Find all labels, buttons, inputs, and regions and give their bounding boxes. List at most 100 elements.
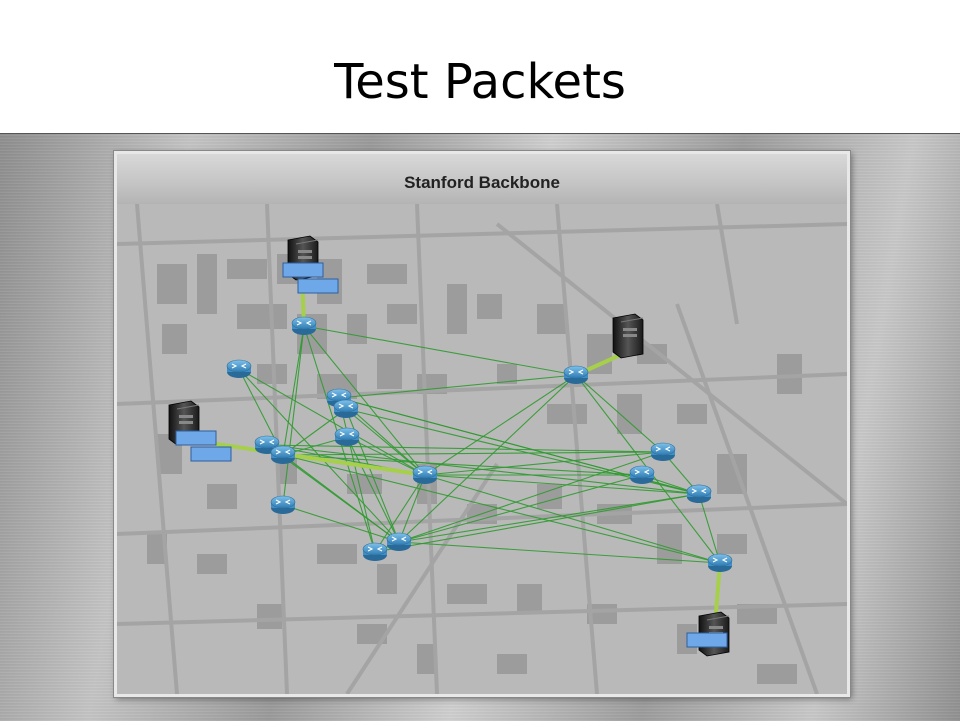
network-link bbox=[345, 408, 426, 476]
router-icon bbox=[333, 399, 359, 418]
map-road bbox=[117, 372, 847, 406]
network-link bbox=[424, 374, 577, 476]
map-building bbox=[637, 344, 667, 364]
map-building bbox=[387, 304, 417, 324]
network-link bbox=[398, 474, 643, 543]
map-building bbox=[237, 304, 287, 329]
router-icon bbox=[291, 316, 317, 335]
network-link bbox=[374, 493, 700, 553]
map-road bbox=[675, 303, 819, 694]
network-link bbox=[398, 541, 721, 564]
map-building bbox=[547, 404, 587, 424]
diagram-panel: Stanford Backbone bbox=[114, 151, 850, 697]
test-packet-icon bbox=[297, 278, 339, 294]
host-link bbox=[182, 437, 426, 477]
map-building bbox=[717, 534, 747, 554]
map-road bbox=[117, 602, 847, 626]
router-icon bbox=[563, 365, 589, 384]
network-link bbox=[338, 374, 577, 399]
network-diagram bbox=[117, 204, 847, 694]
map-road bbox=[135, 204, 179, 694]
map-building bbox=[357, 624, 387, 644]
network-link bbox=[282, 454, 643, 476]
map-building bbox=[347, 314, 367, 344]
test-packets bbox=[175, 262, 728, 648]
router-icon bbox=[270, 445, 296, 464]
test-packet-icon bbox=[686, 632, 728, 648]
router-icon bbox=[686, 484, 712, 503]
map-building bbox=[157, 264, 187, 304]
network-link bbox=[282, 454, 400, 543]
map-road bbox=[495, 222, 847, 506]
map-building bbox=[417, 644, 437, 674]
router-icon bbox=[629, 465, 655, 484]
map-road bbox=[715, 204, 739, 325]
test-packet-icon bbox=[190, 446, 232, 462]
network-links bbox=[238, 325, 721, 564]
map-building bbox=[537, 304, 567, 334]
map-building bbox=[377, 354, 402, 389]
map-building bbox=[517, 584, 542, 614]
map-building bbox=[147, 534, 167, 564]
router-icon bbox=[362, 542, 388, 561]
network-link bbox=[398, 474, 426, 543]
map-road bbox=[345, 462, 499, 694]
network-link bbox=[282, 504, 400, 543]
map-building bbox=[162, 324, 187, 354]
map-building bbox=[207, 484, 237, 509]
map-building bbox=[317, 544, 357, 564]
network-link bbox=[338, 397, 376, 553]
map-building bbox=[477, 294, 502, 319]
test-packet-icon bbox=[282, 262, 324, 278]
network-link bbox=[424, 451, 664, 476]
map-building bbox=[197, 254, 217, 314]
network-link bbox=[282, 325, 305, 506]
network-link bbox=[346, 436, 426, 476]
map-building bbox=[757, 664, 797, 684]
network-link bbox=[266, 444, 664, 453]
network-link bbox=[398, 493, 700, 543]
router-icon bbox=[334, 427, 360, 446]
routers bbox=[226, 316, 733, 572]
map-building bbox=[617, 394, 642, 434]
network-link bbox=[303, 325, 577, 376]
network-link bbox=[282, 325, 305, 456]
network-link bbox=[303, 325, 426, 476]
map-building bbox=[777, 354, 802, 394]
server-icon bbox=[612, 313, 644, 359]
map-building bbox=[197, 554, 227, 574]
network-link bbox=[575, 374, 664, 453]
network-link bbox=[398, 451, 664, 543]
map-building bbox=[737, 604, 777, 624]
slide-title: Test Packets bbox=[334, 54, 626, 110]
map-building bbox=[677, 404, 707, 424]
map-building bbox=[497, 364, 517, 384]
router-icon bbox=[226, 359, 252, 378]
network-link bbox=[398, 374, 577, 543]
network-link bbox=[238, 368, 400, 543]
map-building bbox=[447, 284, 467, 334]
network-link bbox=[282, 454, 721, 564]
map-building bbox=[447, 584, 487, 604]
network-link bbox=[282, 451, 664, 456]
network-link bbox=[698, 493, 721, 564]
map-road bbox=[117, 222, 847, 246]
map-building bbox=[227, 259, 267, 279]
router-icon bbox=[412, 465, 438, 484]
map-building bbox=[657, 524, 682, 564]
test-packet-icon bbox=[175, 430, 217, 446]
map-roads bbox=[117, 204, 847, 694]
map-building bbox=[497, 654, 527, 674]
router-icon bbox=[270, 495, 296, 514]
map-building bbox=[377, 564, 397, 594]
network-link bbox=[424, 474, 700, 495]
router-icon bbox=[650, 442, 676, 461]
map-building bbox=[257, 604, 282, 629]
panel-header: Stanford Backbone bbox=[117, 154, 847, 205]
network-link bbox=[424, 474, 721, 564]
panel-title: Stanford Backbone bbox=[404, 173, 560, 192]
router-icon bbox=[707, 553, 733, 572]
network-link bbox=[238, 368, 426, 476]
network-link bbox=[282, 408, 347, 456]
router-icon bbox=[386, 532, 412, 551]
